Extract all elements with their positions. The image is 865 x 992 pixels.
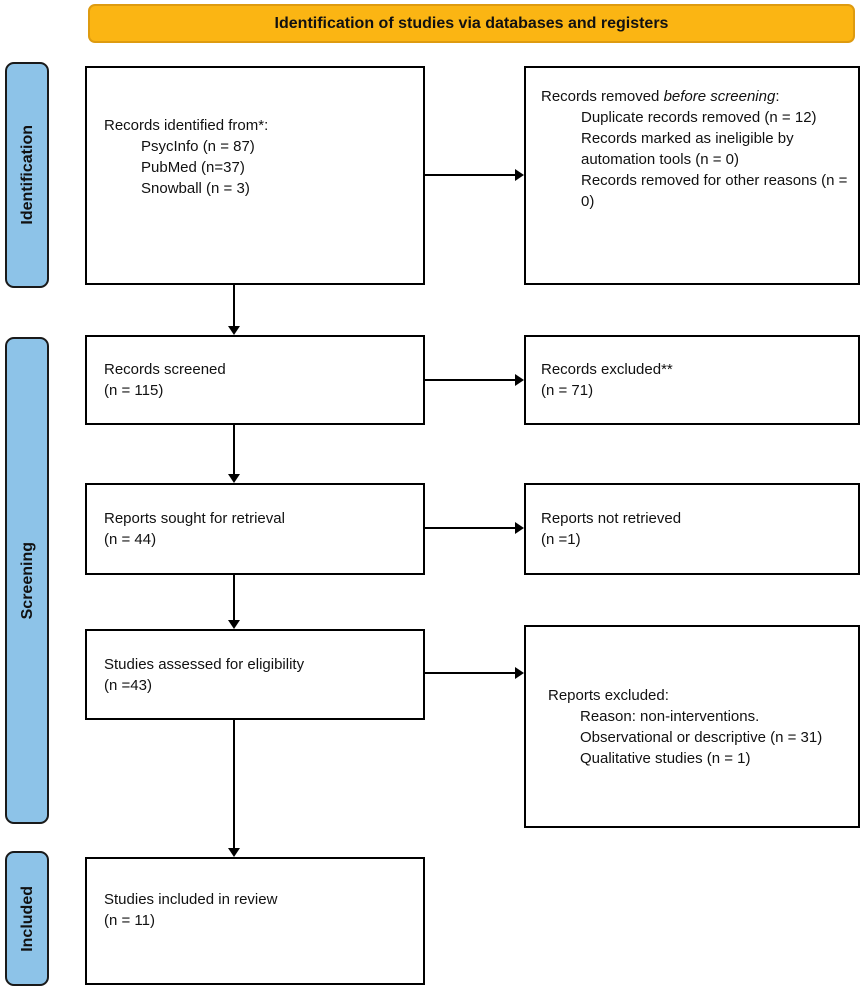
- box-records-removed-title: Records removed before screening:: [541, 86, 848, 107]
- arrow-sought-to-assessed: [228, 575, 240, 629]
- arrow-screened-to-excluded: [425, 374, 524, 386]
- box-records-identified-title: Records identified from*:: [104, 117, 269, 134]
- box-records-removed-item: Records marked as ineligible by automati…: [581, 130, 794, 168]
- box-records-excluded-line2: (n = 71): [541, 382, 594, 399]
- box-reports-excluded-title: Reports excluded:: [548, 686, 669, 704]
- box-records-excluded: Records excluded** (n = 71): [524, 335, 860, 425]
- box-records-removed-item: Records removed for other reasons (n = 0…: [581, 172, 848, 210]
- arrow-assessed-to-reports-excluded: [425, 667, 524, 679]
- box-reports-excluded: Reports excluded: Reason: non-interventi…: [524, 625, 860, 828]
- box-reports-excluded-item: Reason: non-interventions. Observational…: [580, 707, 823, 746]
- arrow-identified-to-removed: [425, 169, 524, 181]
- arrow-identified-to-screened: [228, 285, 240, 335]
- box-studies-included-line2: (n = 11): [104, 912, 155, 929]
- phase-label-included-text: Included: [18, 885, 36, 952]
- box-records-screened-line2: (n = 115): [104, 382, 164, 399]
- box-studies-assessed-line2: (n =43): [104, 676, 152, 694]
- phase-label-screening: Screening: [5, 337, 49, 824]
- arrow-sought-to-not-retrieved: [425, 522, 524, 534]
- box-records-excluded-line1: Records excluded**: [541, 361, 673, 378]
- box-records-identified: Records identified from*: PsycInfo (n = …: [85, 66, 425, 285]
- box-records-screened: Records screened (n = 115): [85, 335, 425, 425]
- box-records-screened-line1: Records screened: [104, 361, 226, 378]
- box-studies-assessed-line1: Studies assessed for eligibility: [104, 655, 305, 673]
- box-studies-included: Studies included in review (n = 11): [85, 857, 425, 985]
- box-reports-excluded-item: Qualitative studies (n = 1): [580, 749, 751, 767]
- box-reports-sought: Reports sought for retrieval (n = 44): [85, 483, 425, 575]
- arrow-screened-to-sought: [228, 425, 240, 483]
- box-reports-sought-line2: (n = 44): [104, 531, 157, 548]
- box-reports-sought-line1: Reports sought for retrieval: [104, 510, 285, 527]
- diagram-header-title: Identification of studies via databases …: [274, 15, 669, 32]
- box-studies-included-line1: Studies included in review: [104, 891, 278, 908]
- box-records-removed-title-suffix: :: [775, 88, 780, 105]
- arrow-assessed-to-included: [228, 720, 240, 857]
- phase-label-included: Included: [5, 851, 49, 986]
- box-records-identified-item: PubMed (n=37): [141, 159, 245, 176]
- box-reports-not-retrieved-line2: (n =1): [541, 531, 581, 548]
- box-reports-not-retrieved-line1: Reports not retrieved: [541, 510, 682, 527]
- box-records-removed-title-italic: before screening: [663, 88, 776, 105]
- box-records-identified-item: PsycInfo (n = 87): [141, 138, 255, 155]
- diagram-header: Identification of studies via databases …: [88, 4, 855, 43]
- box-reports-not-retrieved: Reports not retrieved (n =1): [524, 483, 860, 575]
- box-studies-assessed: Studies assessed for eligibility (n =43): [85, 629, 425, 720]
- box-records-removed-title-text: Records removed: [541, 88, 664, 105]
- phase-label-identification: Identification: [5, 62, 49, 288]
- box-records-identified-item: Snowball (n = 3): [141, 180, 250, 197]
- phase-label-screening-text: Screening: [18, 541, 36, 620]
- phase-label-identification-text: Identification: [18, 125, 36, 225]
- box-records-removed: Records removed before screening: Duplic…: [524, 66, 860, 285]
- box-records-removed-item: Duplicate records removed (n = 12): [581, 109, 817, 126]
